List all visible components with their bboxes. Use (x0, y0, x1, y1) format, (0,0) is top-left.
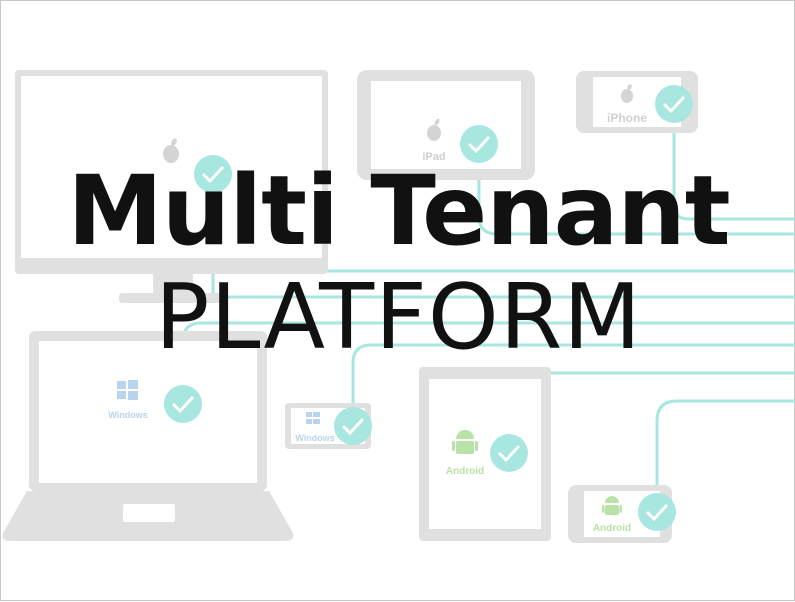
imac-device (15, 70, 328, 303)
check-marks (164, 85, 693, 531)
android-robot-icon (452, 430, 478, 454)
check-icon (638, 493, 676, 531)
check-icon (164, 385, 202, 423)
windows-phone-label: Windows (295, 433, 334, 443)
windows-logo-icon (306, 412, 320, 424)
android-robot-icon (602, 496, 622, 515)
apple-icon (427, 118, 441, 141)
laptop-device: Windows (2, 331, 294, 541)
windows-logo-icon (117, 380, 138, 400)
title-main: Multi Tenant (67, 155, 730, 267)
check-icon (655, 85, 693, 123)
check-icon (194, 155, 232, 193)
iphone-label: iPhone (607, 111, 647, 125)
check-icon (334, 407, 372, 445)
apple-icon (621, 84, 633, 103)
android-tablet-label: Android (446, 466, 484, 477)
android-phone-label: Android (593, 523, 631, 534)
android-tablet-device: Android (419, 367, 551, 541)
apple-icon (163, 138, 179, 163)
ipad-label: iPad (422, 151, 445, 163)
laptop-label: Windows (108, 410, 147, 420)
check-icon (460, 125, 498, 163)
title-subtitle: PLATFORM (155, 265, 642, 370)
check-icon (490, 434, 528, 472)
